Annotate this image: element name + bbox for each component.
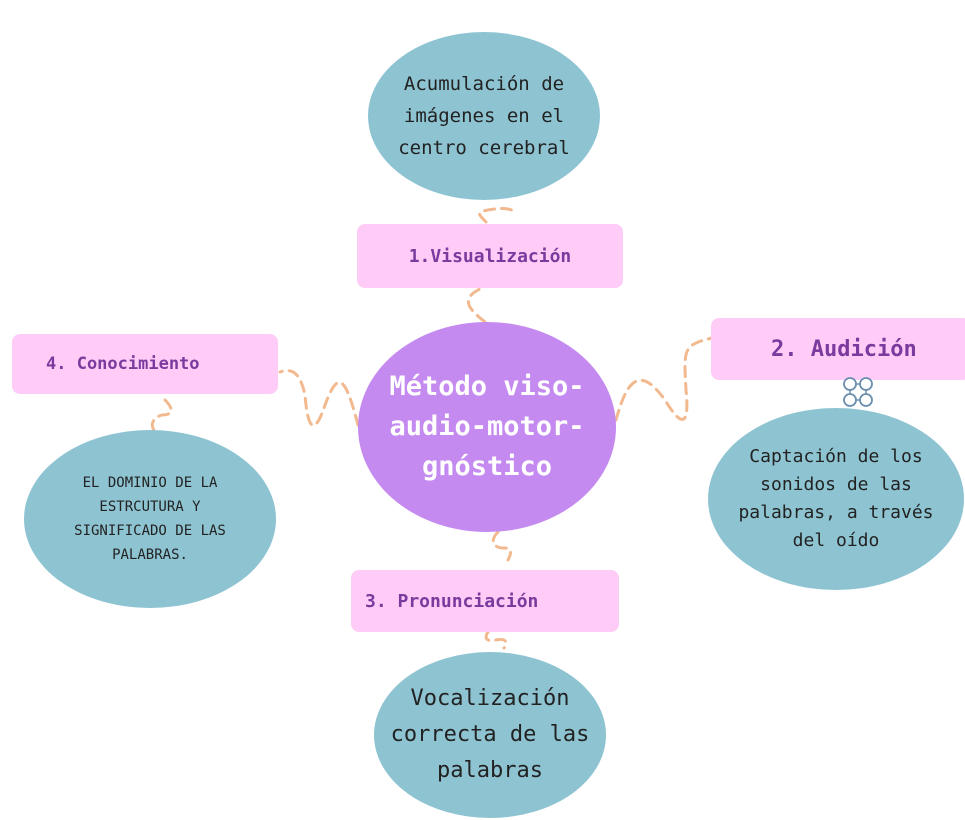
connector-visualizacion-desc1: [478, 207, 514, 224]
label-conocimiento: 4. Conocimiento: [46, 354, 200, 374]
description-conocimiento: EL DOMINIO DE LA ESTRCUTURA Y SIGNIFICAD…: [24, 430, 276, 608]
description-audicion: Captación de los sonidos de las palabras…: [708, 408, 964, 590]
label-audicion: 2. Audición: [771, 336, 917, 362]
description-visualizacion: Acumulación de imágenes en el centro cer…: [368, 32, 600, 200]
label-box-audicion: 2. Audición: [711, 318, 965, 380]
center-node: Método viso-audio-motor-gnóstico: [358, 322, 616, 532]
center-node-text: Método viso-audio-motor-gnóstico: [389, 371, 585, 482]
connector-handle-icon[interactable]: [838, 372, 878, 412]
connector-conocimiento-desc4: [150, 398, 173, 434]
connector-center-audicion: [614, 336, 714, 422]
label-visualizacion: 1.Visualización: [408, 245, 572, 267]
description-visualizacion-text: Acumulación de imágenes en el centro cer…: [398, 73, 570, 159]
connector-pronunciacion-desc3: [484, 630, 508, 650]
description-audicion-text: Captación de los sonidos de las palabras…: [738, 446, 934, 551]
description-pronunciacion: Vocalización correcta de las palabras: [374, 652, 606, 818]
label-box-conocimiento: 4. Conocimiento: [12, 334, 278, 394]
connector-center-pronunciacion: [491, 530, 513, 562]
label-box-visualizacion: 1.Visualización: [357, 224, 623, 288]
connector-center-conocimiento: [278, 369, 360, 427]
description-conocimiento-text: EL DOMINIO DE LA ESTRCUTURA Y SIGNIFICAD…: [74, 475, 226, 563]
label-box-pronunciacion: 3. Pronunciación: [351, 570, 619, 632]
label-pronunciacion: 3. Pronunciación: [365, 590, 539, 612]
description-pronunciacion-text: Vocalización correcta de las palabras: [390, 686, 590, 783]
